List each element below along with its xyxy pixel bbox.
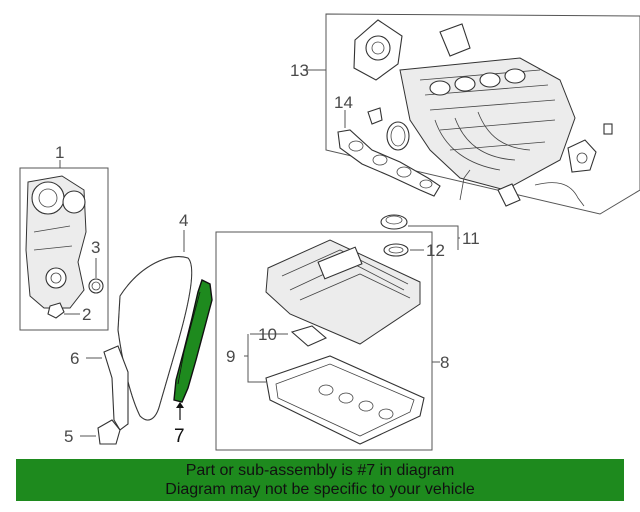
callout-3: 3 xyxy=(91,238,100,257)
callout-12: 12 xyxy=(426,241,445,260)
callout-1: 1 xyxy=(55,143,64,162)
callout-2: 2 xyxy=(82,305,91,324)
oil-cap-group xyxy=(380,214,460,257)
callout-5: 5 xyxy=(64,427,73,446)
intake-gasket-14 xyxy=(337,110,441,197)
callout-8: 8 xyxy=(440,353,449,372)
chain-tensioner-5 xyxy=(80,419,121,445)
highlighted-part-7 xyxy=(173,279,213,420)
callout-14: 14 xyxy=(334,93,353,112)
banner-line-1: Part or sub-assembly is #7 in diagram xyxy=(185,462,455,479)
banner-line-2: Diagram may not be specific to your vehi… xyxy=(165,481,475,498)
intake-manifold-group xyxy=(306,13,640,215)
callout-11: 11 xyxy=(462,229,480,248)
chain-guide-6 xyxy=(86,345,129,431)
valve-cover-group xyxy=(215,231,440,451)
info-banner: Part or sub-assembly is #7 in diagram Di… xyxy=(16,459,624,501)
callout-9: 9 xyxy=(226,347,235,366)
callout-7: 7 xyxy=(174,426,185,447)
timing-cover-group xyxy=(19,160,109,331)
callout-6: 6 xyxy=(70,349,79,368)
callout-10: 10 xyxy=(258,325,277,344)
callout-4: 4 xyxy=(179,211,188,230)
parts-diagram: 1 2 3 4 5 6 7 8 9 10 11 12 13 14 xyxy=(19,13,640,451)
callout-13: 13 xyxy=(290,61,309,80)
timing-chain-4 xyxy=(117,230,193,421)
